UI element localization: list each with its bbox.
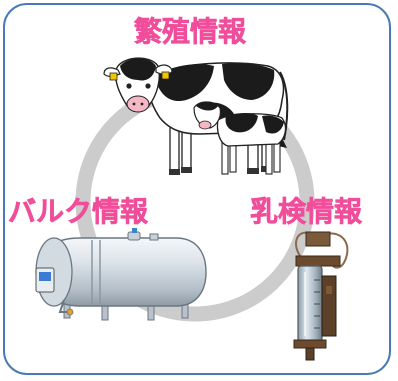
breeding-info-label: 繁殖情報 [134,15,247,48]
bulk-info-label: バルク情報 [8,195,149,228]
milk-meter-icon [293,231,349,361]
milk-test-info-label: 乳検情報 [250,195,363,228]
bulk-milk-tank-icon [35,228,207,321]
holstein-cow-and-calf-icon [103,57,289,175]
